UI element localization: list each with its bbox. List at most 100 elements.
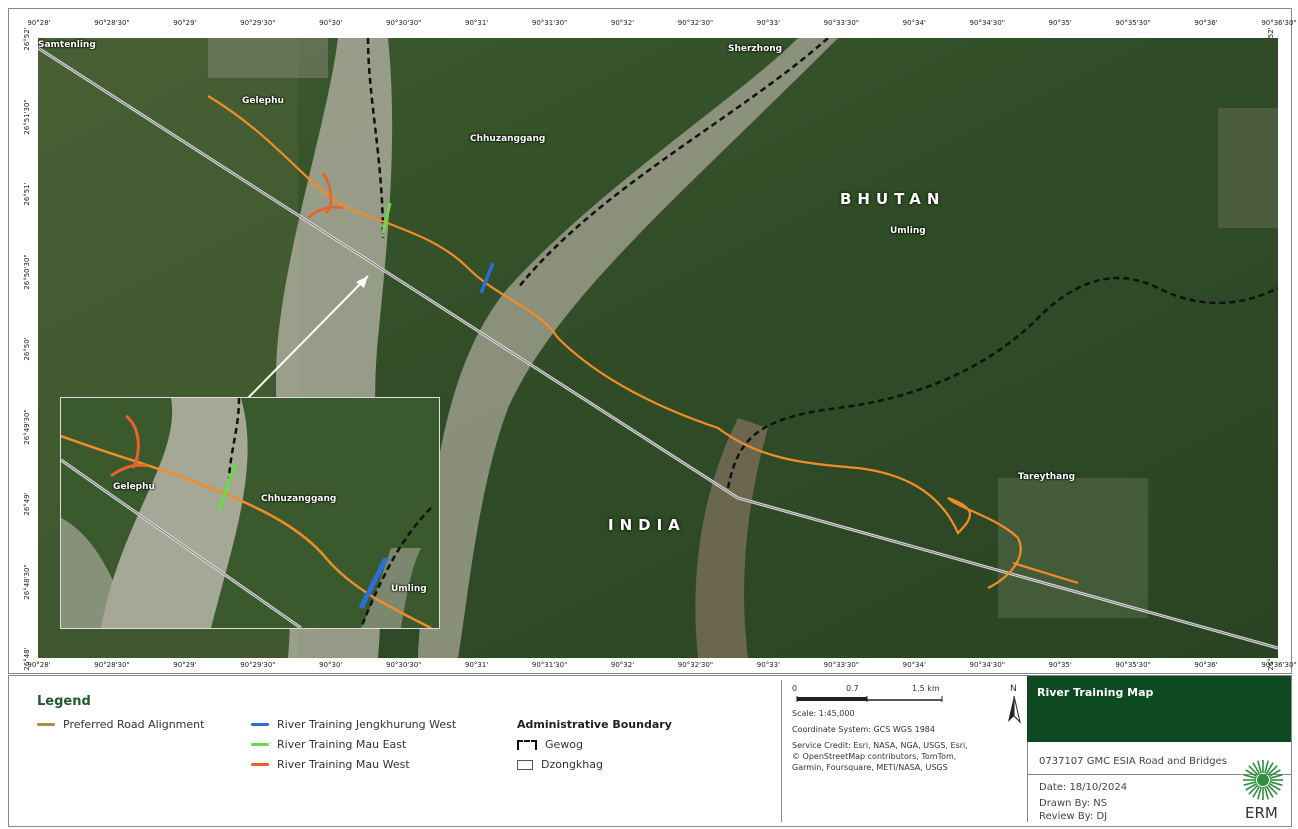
- scale-tick-label-2: 1.5 km: [912, 684, 940, 693]
- top-tick: 90°32'30": [677, 19, 714, 27]
- river-training-jengkhurung-west: [479, 262, 495, 294]
- top-tick: 90°35'30": [1115, 19, 1151, 27]
- inset-river-east: [361, 548, 421, 628]
- gewog-boundary-west: [366, 38, 385, 239]
- inset-label-gelephu: Gelephu: [113, 482, 155, 492]
- top-tick: 90°36'30": [1261, 19, 1297, 27]
- bottom-tick: 90°29': [173, 661, 197, 669]
- map-info-box: 0 0.7 1.5 km Scale: 1:45,000 Coordinate …: [781, 680, 1028, 822]
- top-tick: 90°36': [1194, 19, 1218, 27]
- erm-logo-ray: [1257, 760, 1262, 774]
- legend-swatch-dzongkhag: [517, 759, 533, 770]
- top-tick: 90°35': [1048, 19, 1072, 27]
- title-panel: River Training Map: [1027, 676, 1291, 742]
- inset-gewog-boundary-east: [359, 507, 432, 628]
- bottom-tick: 90°28': [27, 661, 51, 669]
- legend-item-mau-east: River Training Mau East: [251, 738, 406, 751]
- label-tareythang: Tareythang: [1018, 472, 1076, 482]
- map-title: River Training Map: [1037, 686, 1154, 699]
- scale-ratio: Scale: 1:45,000: [792, 709, 855, 718]
- north-arrow-icon: [1008, 696, 1021, 724]
- review-by: Review By: DJ: [1039, 811, 1108, 822]
- top-tick: 90°28'30": [94, 19, 130, 27]
- left-tick: 26°49'30": [23, 408, 31, 445]
- bottom-tick: 90°34'30": [969, 661, 1005, 669]
- left-tick: 26°50': [23, 337, 31, 361]
- inset-canvas: [61, 398, 439, 628]
- admin-boundary-title: Administrative Boundary: [517, 718, 672, 731]
- legend-label-mau-east: River Training Mau East: [277, 738, 407, 751]
- top-tick: 90°34': [902, 19, 926, 27]
- label-chhuzanggang: Chhuzanggang: [470, 134, 546, 144]
- legend-item-preferred-road: Preferred Road Alignment: [37, 718, 204, 731]
- label-umling: Umling: [890, 226, 926, 236]
- legend-swatch-mau-east: [251, 743, 269, 746]
- left-tick: 26°50'30": [23, 253, 31, 290]
- inset-label-chhuzanggang: Chhuzanggang: [261, 494, 337, 504]
- service-credit-line-3: Garmin, Foursquare, METI/NASA, USGS: [792, 763, 948, 772]
- erm-logo-ray: [1264, 760, 1269, 774]
- inset-river-mau: [101, 398, 248, 628]
- top-tick: 90°30'30": [386, 19, 422, 27]
- bottom-tick: 90°36'30": [1261, 661, 1297, 669]
- left-tick: 26°52': [23, 27, 31, 51]
- legend-swatch-mau-west: [251, 763, 269, 766]
- legend-item-dzongkhag: Dzongkhag: [517, 758, 603, 771]
- top-tick: 90°33'30": [823, 19, 860, 27]
- legend-item-jengkhurung: River Training Jengkhurung West: [251, 718, 456, 731]
- bottom-tick: 90°33'30": [823, 661, 860, 669]
- project-name: 0737107 GMC ESIA Road and Bridges: [1039, 756, 1227, 767]
- erm-logo-center: [1257, 774, 1269, 786]
- top-tick: 90°29'30": [240, 19, 276, 27]
- bottom-panel: Legend Preferred Road Alignment River Tr…: [8, 675, 1292, 827]
- erm-logo-ray: [1264, 786, 1269, 800]
- label-gelephu: Gelephu: [242, 96, 284, 106]
- service-credit-line-1: Service Credit: Esri, NASA, NGA, USGS, E…: [792, 741, 968, 750]
- bottom-tick: 90°30'30": [386, 661, 422, 669]
- top-tick: 90°32': [610, 19, 635, 27]
- scale-tick-label-0: 0: [792, 684, 798, 693]
- scale-bar: [796, 696, 943, 702]
- service-credit-line-2: © OpenStreetMap contributors, TomTom,: [792, 752, 957, 761]
- north-arrow-right: [1013, 696, 1021, 724]
- river-training-mau-west: [307, 172, 344, 219]
- erm-logo-ray: [1245, 782, 1258, 791]
- legend-label-jengkhurung: River Training Jengkhurung West: [277, 718, 457, 731]
- top-tick: 90°28': [27, 19, 51, 27]
- map-date: Date: 18/10/2024: [1039, 782, 1128, 793]
- erm-logo-ray: [1267, 765, 1278, 776]
- inset-pointer-arrow: [247, 275, 369, 399]
- town-area: [208, 38, 328, 78]
- bottom-tick: 90°32'30": [677, 661, 714, 669]
- bottom-tick: 90°30': [319, 661, 343, 669]
- bottom-tick: 90°35'30": [1115, 661, 1151, 669]
- label-samtenling: Samtenling: [38, 40, 96, 50]
- dzongkhag-boundary-inner: [38, 47, 1278, 649]
- erm-logo-ray: [1243, 774, 1257, 779]
- erm-logo-text: ERM: [1245, 804, 1278, 822]
- erm-logo-ray: [1267, 784, 1278, 795]
- top-tick: 90°31': [465, 19, 489, 27]
- scale-tick-label-1: 0.7: [846, 684, 859, 693]
- label-india: INDIA: [608, 516, 686, 534]
- erm-logo-ray: [1243, 781, 1257, 786]
- bottom-tick: 90°36': [1194, 661, 1218, 669]
- label-sherzhong: Sherzhong: [728, 44, 783, 54]
- legend-swatch-jengkhurung: [251, 723, 269, 726]
- bottom-tick: 90°34': [902, 661, 926, 669]
- erm-logo-rays: [1243, 760, 1283, 800]
- hill-clearing: [1218, 108, 1278, 228]
- top-tick: 90°34'30": [969, 19, 1005, 27]
- inset-map[interactable]: Gelephu Chhuzanggang Umling: [60, 397, 440, 629]
- left-tick: 26°51': [23, 182, 31, 206]
- legend-item-mau-west: River Training Mau West: [251, 758, 410, 771]
- erm-logo-ray: [1269, 781, 1283, 786]
- erm-logo-ray: [1269, 774, 1283, 779]
- legend-label-mau-west: River Training Mau West: [277, 758, 410, 771]
- left-tick: 26°51'30": [23, 98, 31, 135]
- erm-logo-ray: [1257, 786, 1262, 800]
- bottom-tick: 90°32': [610, 661, 635, 669]
- top-tick: 90°29': [173, 19, 197, 27]
- title-divider: [1027, 774, 1291, 775]
